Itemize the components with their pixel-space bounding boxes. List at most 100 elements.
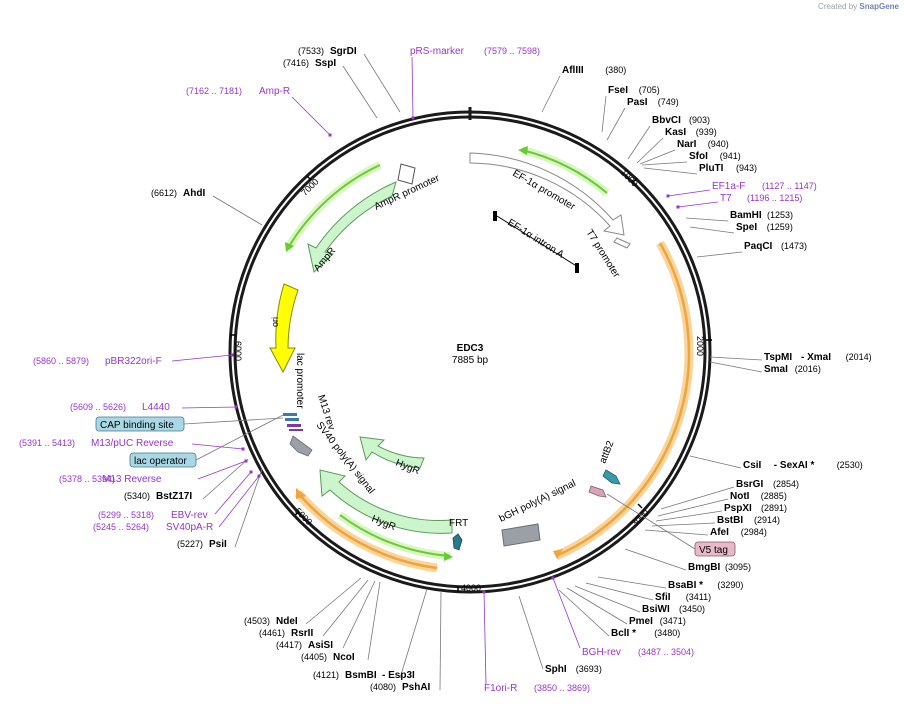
enzyme-afei[interactable]: AfeI(2984) bbox=[644, 527, 767, 538]
enzyme-tspmi-leader bbox=[709, 356, 763, 361]
enzyme-pmei[interactable]: PmeI(3471) bbox=[566, 587, 686, 627]
enzyme-bsrgi-name: BsrGI bbox=[736, 479, 763, 490]
primer-arc-ef1a bbox=[521, 149, 608, 194]
enzyme-sphi[interactable]: SphI(3693) bbox=[518, 595, 602, 675]
label-frt: FRT bbox=[449, 518, 468, 529]
enzyme-pspxi[interactable]: PspXI(2891) bbox=[655, 503, 787, 522]
primer-arc-amp bbox=[287, 164, 381, 249]
enzyme-bstbi[interactable]: BstBI(2914) bbox=[651, 515, 780, 527]
enzyme-rsrii[interactable]: RsrII(4461) bbox=[259, 579, 369, 639]
enzyme-sspi[interactable]: SspI (7416) bbox=[283, 58, 378, 119]
enzyme-bmgbi[interactable]: BmgBI(3095) bbox=[624, 548, 751, 573]
enzyme-labels: AflIII (380) FseI(705)PasI(749)BbvCI(903)K… bbox=[124, 46, 872, 693]
primer-amp-r[interactable]: Amp-R(7162 .. 7181) bbox=[186, 86, 332, 137]
enzyme-bbvci[interactable]: BbvCI(903) bbox=[627, 115, 710, 160]
enzyme-sgrdi[interactable]: SgrDI(7533) bbox=[298, 46, 401, 113]
primer-t7-site bbox=[676, 205, 680, 209]
enzyme-bamhi[interactable]: BamHI(1253) bbox=[685, 210, 793, 222]
primer-bgh-rev[interactable]: BGH-rev(3487 .. 3504) bbox=[551, 576, 695, 659]
enzyme-asisi-position: (4417) bbox=[276, 640, 302, 650]
enzyme-bsrgi[interactable]: BsrGI(2854) bbox=[660, 479, 799, 510]
enzyme-spei-position: (1259) bbox=[767, 222, 793, 232]
enzyme-pluti[interactable]: PluTI(943) bbox=[643, 163, 757, 175]
enzyme-bsabi-leader bbox=[597, 576, 667, 589]
m13-rev-bar bbox=[287, 424, 301, 427]
primer-arrowhead-ef1a bbox=[518, 146, 528, 155]
primer-m13-reverse-name: M13 Reverse bbox=[102, 474, 162, 485]
enzyme-pluti-leader bbox=[643, 167, 698, 175]
enzyme-noti-name: NotI bbox=[730, 491, 750, 502]
enzyme-spei[interactable]: SpeI(1259) bbox=[689, 222, 793, 234]
enzyme-sfoi[interactable]: SfoI (941) bbox=[641, 151, 741, 166]
primer-arrowhead-amp bbox=[285, 242, 294, 252]
enzyme-sgrdi-leader bbox=[363, 53, 401, 113]
orf-arc-right-halo bbox=[554, 240, 694, 561]
enzyme-nari[interactable]: NarI(940) bbox=[639, 139, 729, 165]
label-ef1a-intron: EF-1α intron A bbox=[505, 217, 566, 260]
enzyme-bcli[interactable]: BclI *(3480) bbox=[558, 589, 680, 639]
enzyme-sspi-name: SspI bbox=[315, 58, 336, 69]
enzyme-bmgbi-position: (3095) bbox=[725, 562, 751, 572]
enzyme-asisi[interactable]: AsiSI(4417) bbox=[276, 580, 376, 651]
enzyme-pasi[interactable]: PasI(749) bbox=[606, 97, 679, 141]
primer-f1ori-r[interactable]: F1ori-R(3850 .. 3869) bbox=[482, 590, 591, 695]
enzyme-bsabi[interactable]: BsaBI *(3290) bbox=[597, 576, 743, 591]
tick-label-6000: 6000 bbox=[233, 341, 243, 361]
enzyme-ndei[interactable]: NdeI(4503) bbox=[244, 577, 362, 627]
enzyme-smai[interactable]: SmaI(2016) bbox=[709, 361, 821, 375]
primer-l4440[interactable]: L4440(5609 .. 5626) bbox=[70, 402, 238, 413]
primer-sv40pa-r-name: SV40pA-R bbox=[166, 522, 213, 533]
enzyme-bsrgi-leader bbox=[660, 486, 735, 510]
enzyme-sgrdi-name: SgrDI bbox=[330, 46, 357, 57]
enzyme-bbvci-position: (903) bbox=[689, 115, 710, 125]
primer-ebv-rev[interactable]: EBV-rev(5299 .. 5318) bbox=[98, 470, 253, 522]
primer-sv40pa-r[interactable]: SV40pA-R (5245 .. 5264) bbox=[93, 474, 261, 534]
primer-bgh-rev-leader bbox=[552, 577, 581, 649]
primer-m13-puc-reverse[interactable]: M13/pUC Reverse(5391 .. 5413) bbox=[19, 438, 245, 451]
enzyme-afliii-position: (380) bbox=[605, 65, 626, 75]
enzyme-sspi-position: (7416) bbox=[283, 58, 309, 68]
primer-prs-marker[interactable]: pRS-marker(7579 .. 7598) bbox=[410, 46, 540, 120]
enzyme-pluti-name: PluTI bbox=[699, 163, 724, 174]
enzyme-csii[interactable]: CsiI- SexAI *(2530) bbox=[689, 455, 863, 471]
enzyme-fsei-leader bbox=[601, 95, 607, 133]
enzyme-afei-position: (2984) bbox=[741, 527, 767, 537]
enzyme-bsmbi[interactable]: BsmBI- Esp3I(4121) bbox=[313, 588, 428, 681]
primer-t7[interactable]: T7(1196 .. 1215) bbox=[676, 193, 803, 209]
tick-label-4000: 4000 bbox=[461, 583, 481, 593]
enzyme-nari-name: NarI bbox=[677, 139, 697, 150]
enzyme-ahdi[interactable]: AhdI(6612) bbox=[151, 188, 263, 226]
enzyme-ncoi-leader bbox=[367, 581, 381, 661]
enzyme-sfoi-position: (941) bbox=[720, 151, 741, 161]
label-t7-promoter: T7 promoter bbox=[583, 228, 622, 281]
enzyme-noti[interactable]: NotI(2885) bbox=[657, 491, 787, 517]
enzyme-pshai-leader bbox=[439, 590, 442, 691]
enzyme-fsei-position: (705) bbox=[639, 85, 660, 95]
enzyme-ncoi[interactable]: NcoI(4405) bbox=[301, 581, 381, 663]
enzyme-psii[interactable]: PsiI(5227) bbox=[177, 468, 263, 550]
enzyme-kasi[interactable]: KasI(939) bbox=[636, 127, 717, 164]
enzyme-pspxi-name: PspXI bbox=[724, 503, 752, 514]
primer-ef1a-f[interactable]: EF1a-F(1127 .. 1147) bbox=[666, 181, 817, 198]
orf-arrowhead-right bbox=[553, 549, 563, 559]
tick-1000 bbox=[632, 177, 638, 183]
enzyme-afliii-name: AflIII bbox=[562, 65, 584, 76]
enzyme-tspmi[interactable]: TspMI- XmaI(2014) bbox=[709, 352, 872, 363]
enzyme-afliii[interactable]: AflIII (380) bbox=[541, 65, 626, 113]
enzyme-sfoi-name: SfoI bbox=[689, 151, 708, 162]
orf-arrowhead-left bbox=[296, 488, 306, 499]
enzyme-fsei[interactable]: FseI(705) bbox=[601, 85, 660, 133]
primer-pbr322ori-f[interactable]: pBR322ori-F(5860 .. 5879) bbox=[33, 353, 234, 368]
primer-l4440-name: L4440 bbox=[142, 402, 170, 413]
tick-5000 bbox=[294, 511, 300, 516]
enzyme-bsiwi[interactable]: BsiWI(3450) bbox=[574, 585, 705, 615]
primer-sv40pa-r-range: (5245 .. 5264) bbox=[93, 522, 149, 532]
enzyme-bstz17i[interactable]: BstZ17I(5340) bbox=[124, 458, 249, 502]
cap-binding-site-label: CAP binding site bbox=[100, 420, 174, 431]
primer-m13-reverse[interactable]: M13 Reverse(5378 .. 5394) bbox=[59, 459, 248, 486]
primer-f1ori-r-name: F1ori-R bbox=[484, 683, 517, 694]
enzyme-paqci[interactable]: PaqCI(1473) bbox=[696, 241, 807, 258]
enzyme-pshai[interactable]: PshAI(4080) bbox=[370, 590, 442, 693]
enzyme-sfii[interactable]: SfiI(3411) bbox=[585, 582, 711, 603]
enzyme-sspi-leader bbox=[342, 65, 378, 119]
